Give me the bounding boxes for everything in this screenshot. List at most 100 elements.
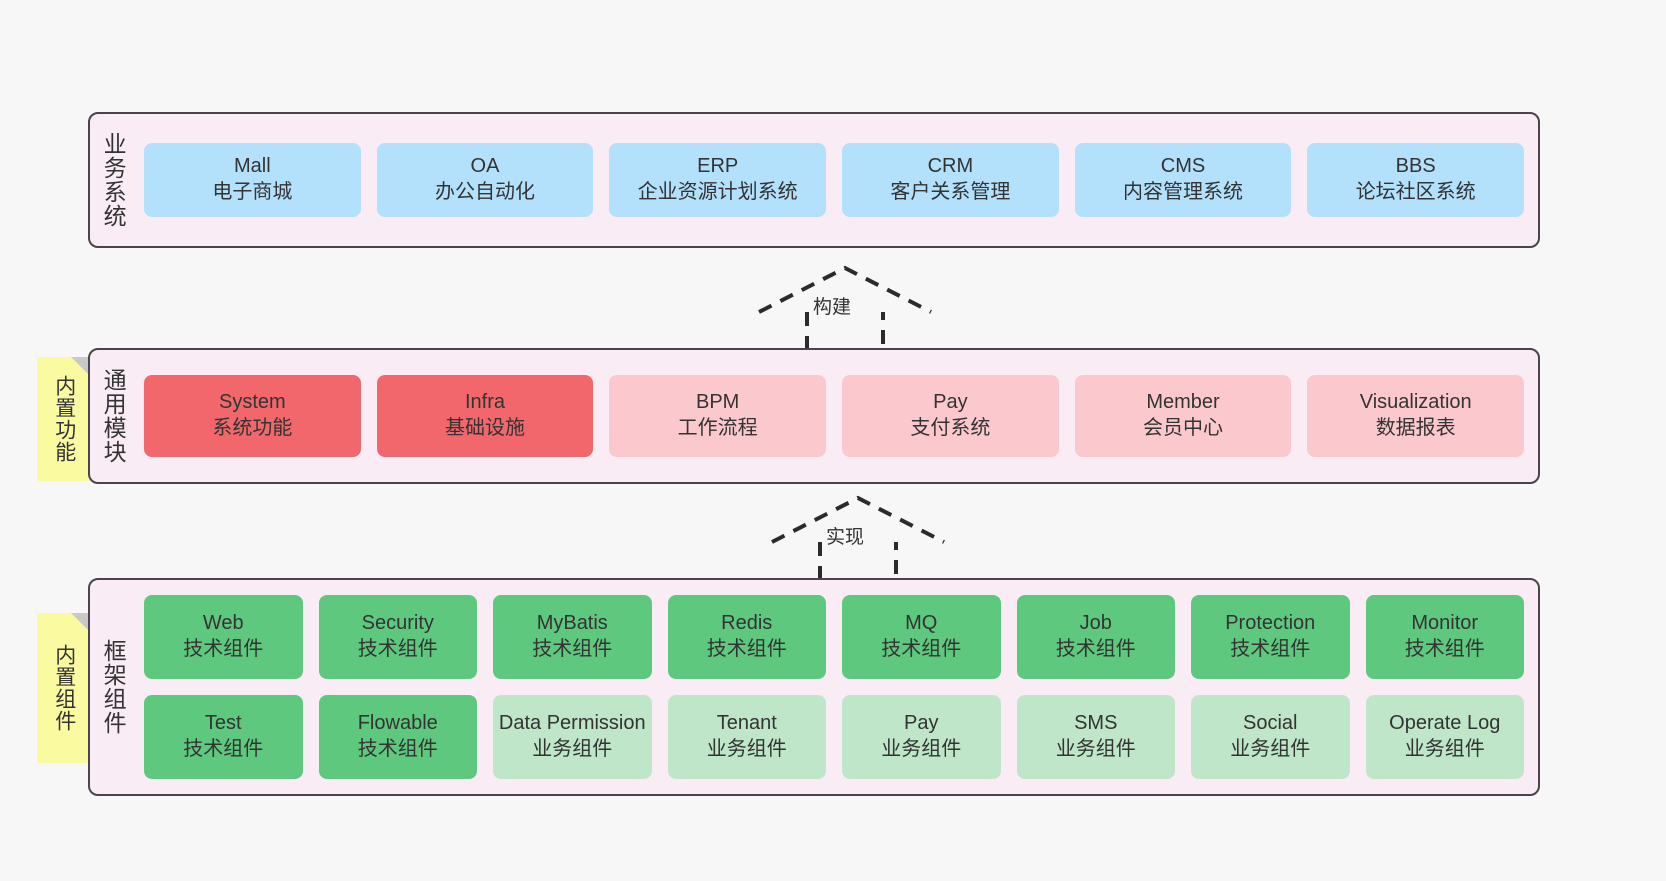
layer-body-business-system: Mall 电子商城 OA 办公自动化 ERP 企业资源计划系统 CRM 客户关系… [136, 114, 1538, 246]
layer-framework-component: 框架组件 Web 技术组件 Security 技术组件 MyBatis 技术组件… [88, 578, 1540, 796]
node-title: Visualization [1359, 391, 1472, 414]
layer-label-common-module: 通用模块 [100, 368, 127, 464]
node-pay-module[interactable]: Pay 支付系统 [842, 375, 1059, 457]
node-operate-log[interactable]: Operate Log 业务组件 [1365, 695, 1524, 779]
node-title: Flowable [357, 712, 438, 735]
node-subtitle: 技术组件 [357, 738, 438, 760]
connector-implement-label: 实现 [826, 527, 865, 548]
node-system[interactable]: System 系统功能 [144, 375, 361, 457]
node-job[interactable]: Job 技术组件 [1016, 595, 1175, 679]
node-subtitle: 业务组件 [881, 738, 962, 760]
layer-row: Mall 电子商城 OA 办公自动化 ERP 企业资源计划系统 CRM 客户关系… [144, 143, 1525, 217]
connector-build-label: 构建 [813, 297, 852, 318]
node-subtitle: 技术组件 [1055, 638, 1136, 660]
node-title: Pay [933, 391, 968, 414]
node-mq[interactable]: MQ 技术组件 [842, 595, 1001, 679]
node-title: Job [1079, 612, 1112, 635]
layer-common-module: 通用模块 System 系统功能 Infra 基础设施 BPM 工作流程 Pay… [88, 348, 1540, 484]
node-subtitle: 基础设施 [445, 417, 525, 439]
node-monitor[interactable]: Monitor 技术组件 [1365, 595, 1524, 679]
node-title: SMS [1074, 712, 1118, 735]
node-subtitle: 数据报表 [1375, 417, 1456, 439]
node-title: OA [470, 155, 500, 178]
node-title: MyBatis [536, 612, 608, 635]
node-title: Web [202, 612, 244, 635]
node-subtitle: 工作流程 [677, 417, 758, 439]
node-subtitle: 支付系统 [910, 417, 991, 439]
node-title: Security [361, 612, 434, 635]
node-subtitle: 业务组件 [1230, 738, 1311, 760]
node-subtitle: 办公自动化 [435, 181, 535, 203]
node-title: Monitor [1411, 612, 1479, 635]
node-test[interactable]: Test 技术组件 [144, 695, 303, 779]
node-title: Operate Log [1389, 712, 1501, 735]
node-title: ERP [697, 155, 739, 178]
node-title: Pay [904, 712, 939, 735]
node-redis[interactable]: Redis 技术组件 [667, 595, 826, 679]
node-oa[interactable]: OA 办公自动化 [376, 143, 594, 217]
node-security[interactable]: Security 技术组件 [318, 595, 477, 679]
node-mybatis[interactable]: MyBatis 技术组件 [493, 595, 652, 679]
node-subtitle: 技术组件 [1404, 638, 1485, 660]
node-subtitle: 会员中心 [1143, 417, 1224, 439]
node-title: CMS [1160, 155, 1206, 178]
node-subtitle: 系统功能 [212, 417, 293, 439]
layer-label-framework-component: 框架组件 [100, 639, 127, 735]
layer-row: Web 技术组件 Security 技术组件 MyBatis 技术组件 Redi… [144, 595, 1524, 679]
node-erp[interactable]: ERP 企业资源计划系统 [609, 143, 827, 217]
layer-body-framework-component: Web 技术组件 Security 技术组件 MyBatis 技术组件 Redi… [136, 580, 1538, 794]
node-subtitle: 内容管理系统 [1123, 181, 1244, 203]
layer-row: System 系统功能 Infra 基础设施 BPM 工作流程 Pay 支付系统… [144, 375, 1525, 457]
node-title: MQ [905, 612, 938, 635]
layer-row: Test 技术组件 Flowable 技术组件 Data Permission … [144, 695, 1524, 779]
node-visualization[interactable]: Visualization 数据报表 [1307, 375, 1525, 457]
node-title: Test [204, 712, 242, 735]
node-subtitle: 业务组件 [1055, 738, 1136, 760]
node-title: Protection [1225, 612, 1316, 635]
node-pay-component[interactable]: Pay 业务组件 [842, 695, 1001, 779]
node-subtitle: 论坛社区系统 [1355, 181, 1476, 203]
node-crm[interactable]: CRM 客户关系管理 [842, 143, 1059, 217]
node-cms[interactable]: CMS 内容管理系统 [1074, 143, 1292, 217]
node-subtitle: 技术组件 [532, 638, 613, 660]
layer-label-business-system: 业务系统 [100, 132, 127, 228]
node-subtitle: 客户关系管理 [890, 181, 1011, 203]
node-title: Member [1146, 391, 1220, 414]
node-title: Social [1243, 712, 1298, 735]
node-subtitle: 技术组件 [706, 638, 787, 660]
node-subtitle: 业务组件 [532, 738, 613, 760]
node-bbs[interactable]: BBS 论坛社区系统 [1307, 143, 1525, 217]
node-protection[interactable]: Protection 技术组件 [1191, 595, 1350, 679]
node-subtitle: 业务组件 [706, 738, 787, 760]
node-title: Tenant [716, 712, 777, 735]
note-label: 内置功能 [52, 375, 76, 463]
node-subtitle: 电子商城 [212, 181, 293, 203]
node-title: Data Permission [498, 712, 646, 735]
node-data-permission[interactable]: Data Permission 业务组件 [493, 695, 652, 779]
node-bpm[interactable]: BPM 工作流程 [609, 375, 827, 457]
layer-business-system: 业务系统 Mall 电子商城 OA 办公自动化 ERP 企业资源计划系统 CRM… [88, 112, 1540, 248]
node-title: Mall [234, 155, 271, 178]
node-mall[interactable]: Mall 电子商城 [144, 143, 361, 217]
node-subtitle: 技术组件 [1230, 638, 1311, 660]
connector-implement-arrow: 实现 [768, 492, 948, 582]
node-subtitle: 技术组件 [183, 638, 264, 660]
node-subtitle: 技术组件 [183, 738, 264, 760]
node-social[interactable]: Social 业务组件 [1191, 695, 1350, 779]
node-web[interactable]: Web 技术组件 [144, 595, 303, 679]
layer-body-common-module: System 系统功能 Infra 基础设施 BPM 工作流程 Pay 支付系统… [136, 350, 1538, 482]
node-infra[interactable]: Infra 基础设施 [376, 375, 594, 457]
node-flowable[interactable]: Flowable 技术组件 [318, 695, 477, 779]
node-title: CRM [927, 155, 974, 178]
node-subtitle: 技术组件 [357, 638, 438, 660]
node-subtitle: 技术组件 [881, 638, 962, 660]
node-sms[interactable]: SMS 业务组件 [1016, 695, 1175, 779]
connector-build-arrow: 构建 [755, 262, 935, 352]
node-title: BPM [696, 391, 740, 414]
node-tenant[interactable]: Tenant 业务组件 [667, 695, 826, 779]
node-title: Infra [464, 391, 506, 414]
node-member[interactable]: Member 会员中心 [1074, 375, 1292, 457]
node-subtitle: 企业资源计划系统 [637, 181, 798, 203]
note-builtin-function: 内置功能 [37, 357, 90, 481]
